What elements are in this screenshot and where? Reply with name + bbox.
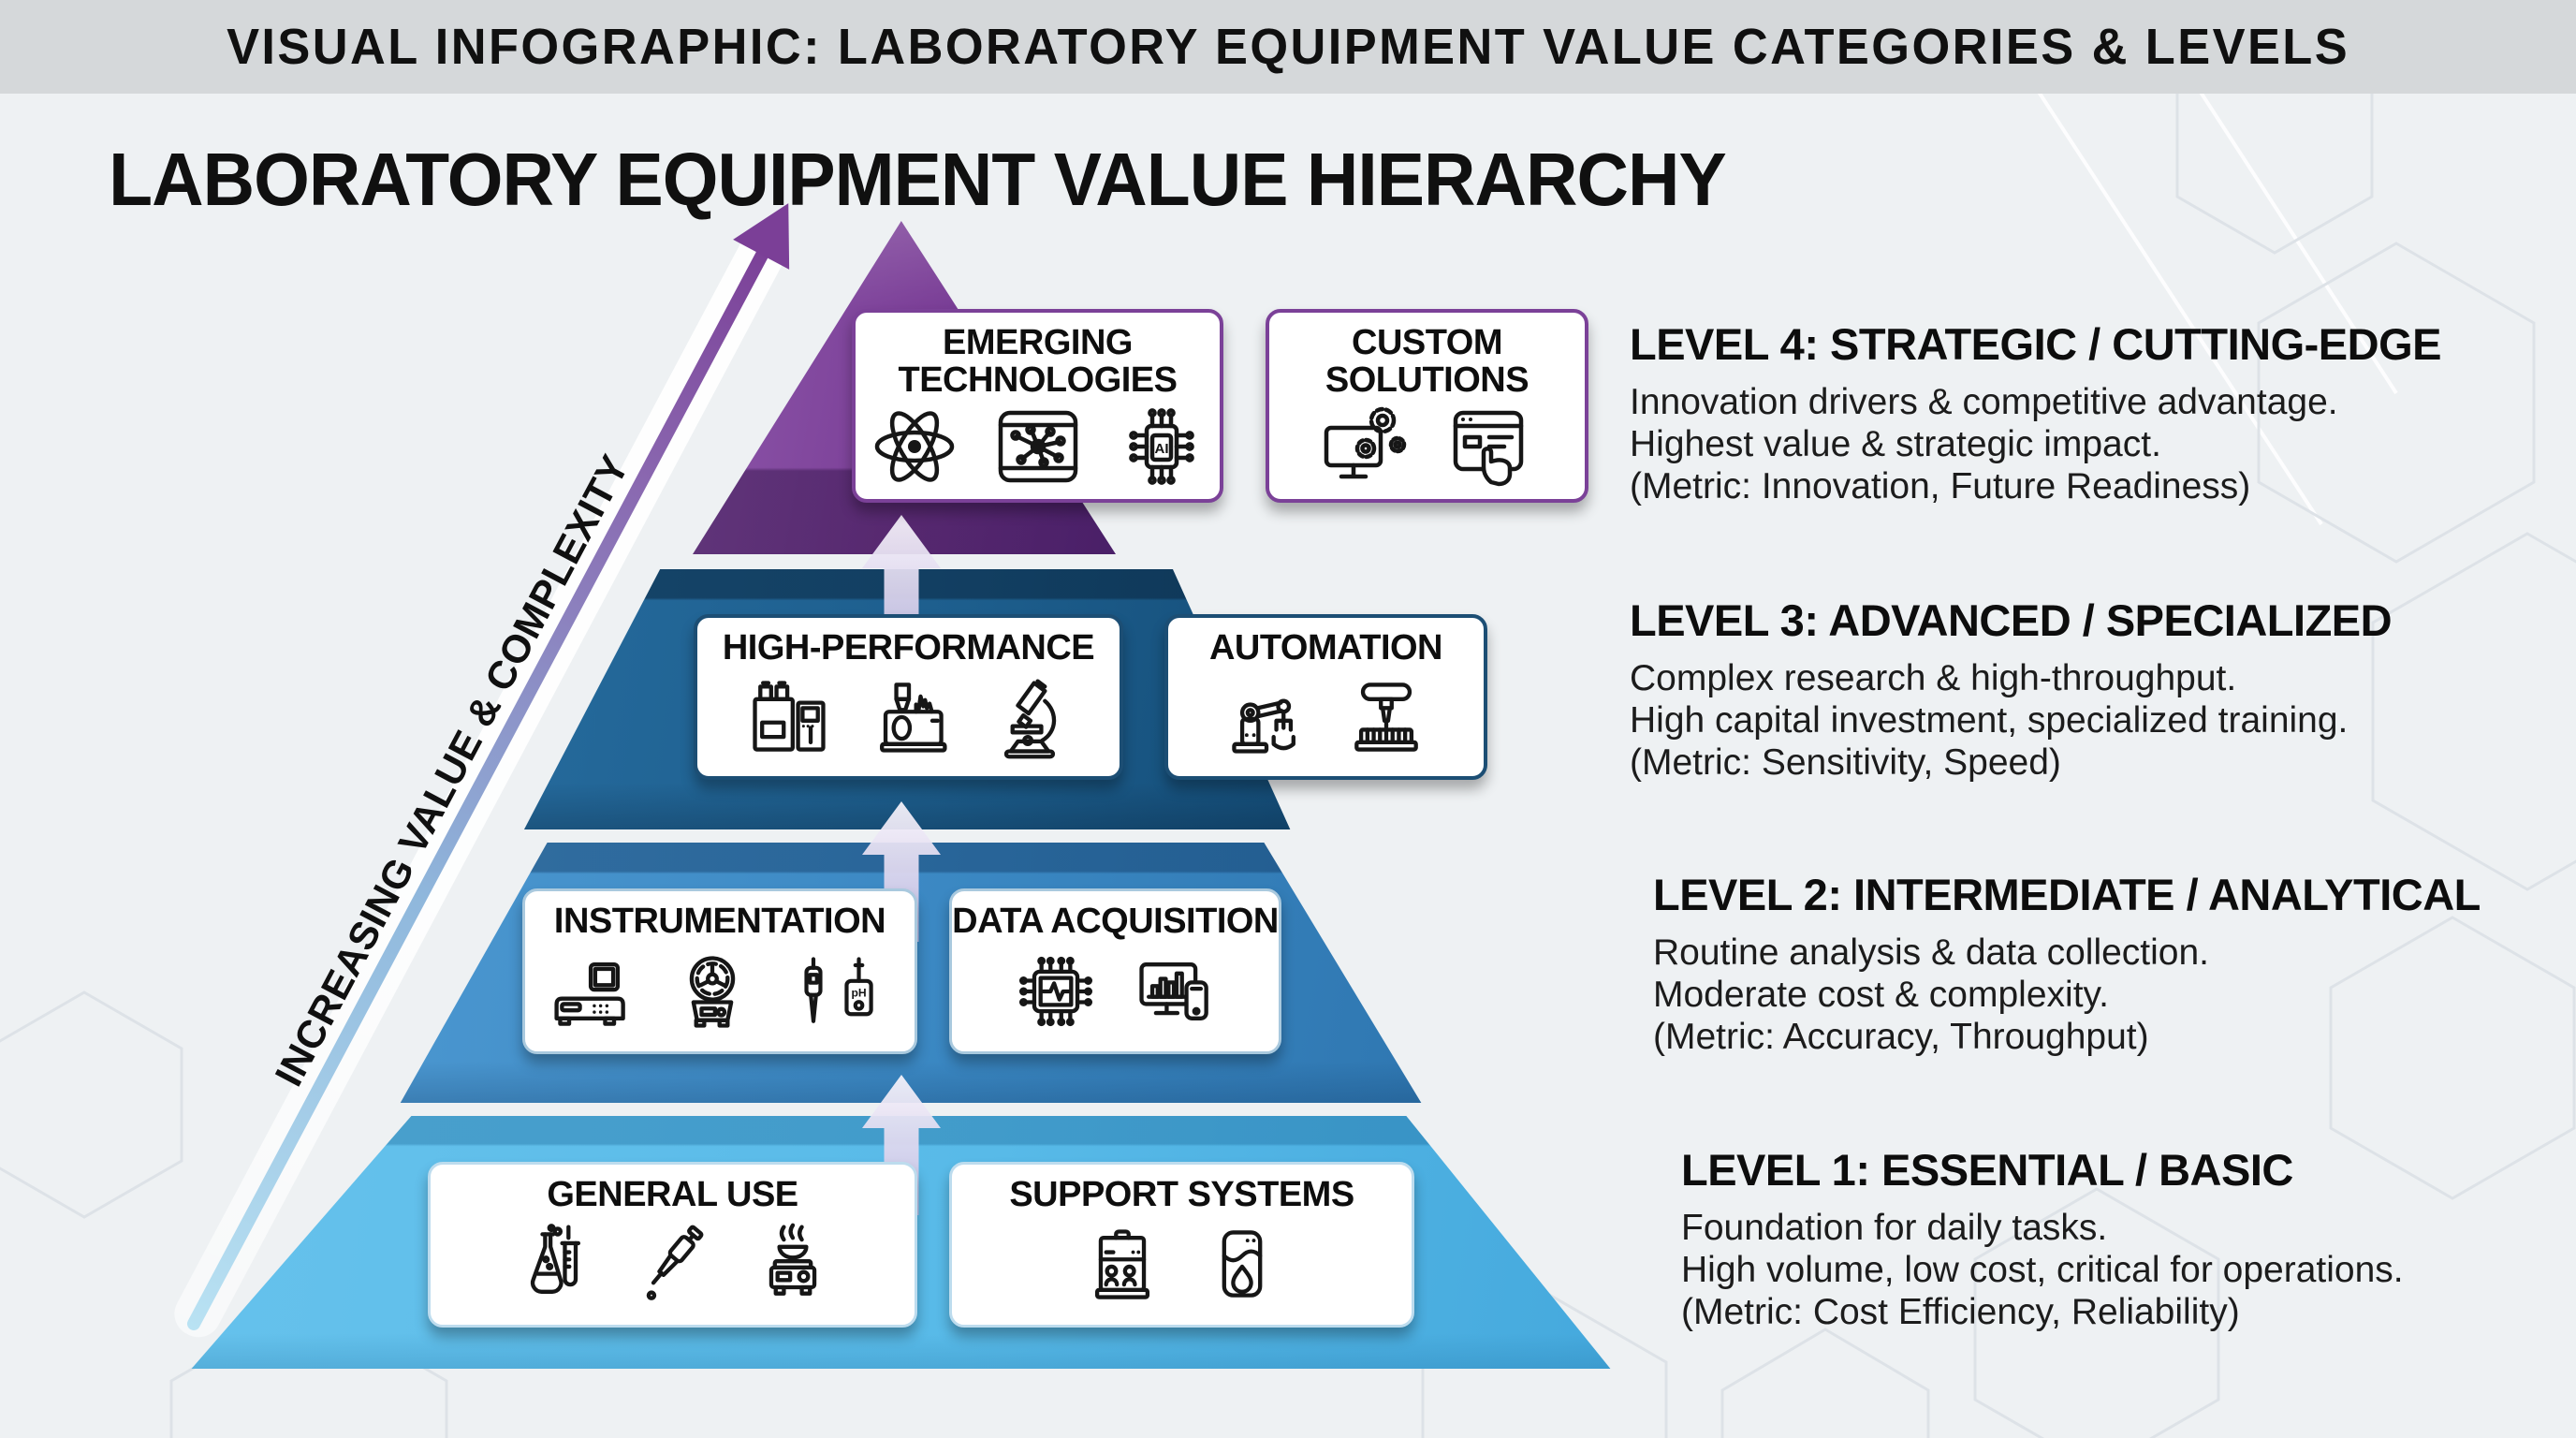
legend-level-4: LEVEL 4: STRATEGIC / CUTTING-EDGE Innova… [1630, 318, 2441, 508]
legend-line: (Metric: Sensitivity, Speed) [1630, 742, 2061, 784]
icon-row [1222, 667, 1431, 767]
category-box-data-acquisition: DATA ACQUISITION [949, 888, 1281, 1054]
category-box-title: GENERAL USE [547, 1175, 798, 1214]
category-box-general-use: GENERAL USE [428, 1162, 917, 1328]
legend-line: High capital investment, specialized tra… [1630, 700, 2349, 741]
category-box-instrumentation: INSTRUMENTATION [522, 888, 917, 1054]
legend-line: Complex research & high-throughput. [1630, 658, 2237, 698]
touch-interface-icon [1453, 410, 1523, 486]
icon-row [1077, 1213, 1287, 1315]
analyzer-icon [554, 961, 625, 1026]
atom-icon [874, 410, 954, 482]
svg-text:AI: AI [1154, 441, 1168, 457]
hotplate-icon [768, 1223, 816, 1296]
ph-meter-icon: pH [804, 956, 873, 1023]
pipette-icon [646, 1225, 703, 1300]
legend-heading: LEVEL 3: ADVANCED / SPECIALIZED [1630, 595, 2393, 645]
icon-row: pH [548, 940, 892, 1042]
category-box-title: EMERGING TECHNOLOGIES [898, 323, 1178, 401]
category-box-title: DATA ACQUISITION [952, 902, 1279, 941]
banner-title: VISUAL INFOGRAPHIC: LABORATORY EQUIPMENT… [226, 19, 2350, 75]
mass-spectrometer-icon [879, 682, 947, 753]
legend-line: High volume, low cost, critical for oper… [1681, 1250, 2404, 1291]
centrifuge-icon [689, 955, 736, 1028]
svg-text:pH: pH [851, 986, 866, 999]
category-box-support-systems: SUPPORT SYSTEMS [949, 1162, 1414, 1328]
icon-row: AI [868, 400, 1208, 493]
microscope-icon [1003, 679, 1056, 759]
monitor-chart-icon [1138, 961, 1208, 1020]
incubator-icon [1094, 1228, 1149, 1299]
chromatograph-icon [752, 680, 826, 752]
top-banner: VISUAL INFOGRAPHIC: LABORATORY EQUIPMENT… [0, 0, 2576, 94]
legend-line: Highest value & strategic impact. [1630, 424, 2161, 465]
category-box-title: INSTRUMENTATION [553, 902, 886, 941]
icon-row [508, 1213, 838, 1315]
category-box-title: HIGH-PERFORMANCE [722, 628, 1095, 668]
category-box-emerging-technologies: EMERGING TECHNOLOGIES AI [852, 309, 1223, 503]
legend-line: Foundation for daily tasks. [1681, 1208, 2108, 1248]
legend-line: (Metric: Cost Efficiency, Reliability) [1681, 1292, 2240, 1333]
daq-chip-icon [1018, 956, 1092, 1026]
legend-line: (Metric: Innovation, Future Readiness) [1630, 466, 2251, 507]
legend-line: Routine analysis & data collection. [1653, 932, 2210, 973]
icon-row [1011, 940, 1221, 1042]
category-box-title: SUPPORT SYSTEMS [1009, 1175, 1354, 1214]
legend-heading: LEVEL 2: INTERMEDIATE / ANALYTICAL [1653, 870, 2481, 919]
icon-row [744, 667, 1074, 767]
legend-level-2: LEVEL 2: INTERMEDIATE / ANALYTICAL Routi… [1653, 869, 2481, 1059]
ai-chip-icon: AI [1128, 407, 1194, 485]
legend-line: Innovation drivers & competitive advanta… [1630, 382, 2338, 422]
legend-heading: LEVEL 1: ESSENTIAL / BASIC [1681, 1145, 2293, 1195]
monitor-gears-icon [1324, 406, 1406, 478]
page-title: LABORATORY EQUIPMENT VALUE HIERARCHY [109, 138, 1727, 221]
legend-heading: LEVEL 4: STRATEGIC / CUTTING-EDGE [1630, 319, 2441, 369]
category-box-title: CUSTOM SOLUTIONS [1325, 323, 1530, 401]
legend-line: (Metric: Accuracy, Throughput) [1653, 1017, 2149, 1058]
category-box-automation: AUTOMATION [1164, 614, 1487, 780]
robotic-arm-icon [1231, 698, 1295, 754]
icon-row [1319, 400, 1536, 493]
water-purifier-icon [1222, 1229, 1262, 1298]
legend-level-3: LEVEL 3: ADVANCED / SPECIALIZED Complex … [1630, 594, 2393, 785]
liquid-dispenser-icon [1354, 682, 1418, 752]
glassware-icon [530, 1223, 580, 1294]
legend-line: Moderate cost & complexity. [1653, 975, 2109, 1016]
category-box-high-performance: HIGH-PERFORMANCE [694, 614, 1123, 780]
category-box-custom-solutions: CUSTOM SOLUTIONS [1266, 309, 1588, 503]
neural-network-icon [998, 410, 1077, 482]
category-box-title: AUTOMATION [1208, 628, 1443, 668]
legend-level-1: LEVEL 1: ESSENTIAL / BASIC Foundation fo… [1681, 1144, 2404, 1334]
